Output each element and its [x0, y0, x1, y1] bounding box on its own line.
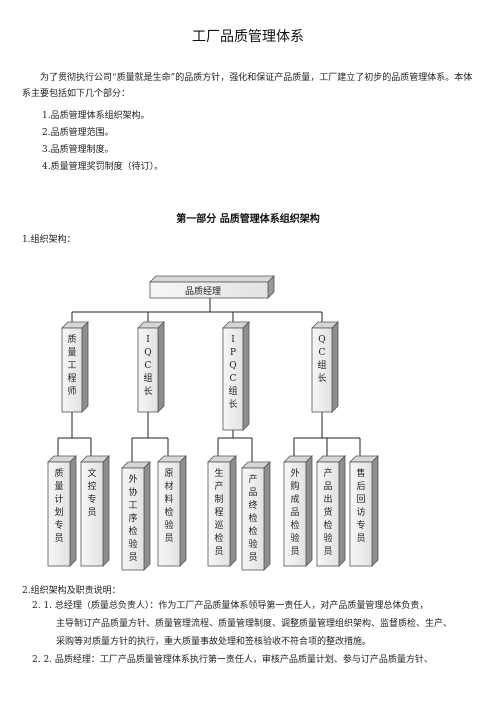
paragraph: 2. 2. 品质经理：工厂产品质量管理体系执行第一责任人，审核产品质量计划、参与… — [32, 655, 433, 665]
org-node-mid-label: 质量工程师 — [67, 333, 76, 397]
org-node-bottom-label: 外购成品检验员 — [290, 467, 299, 557]
org-node-bottom-label: 文控专员 — [87, 467, 96, 518]
org-node-bottom-label: 质量计划专员 — [54, 467, 63, 544]
org-node-bottom: 原材料检验员 — [157, 455, 187, 567]
toc-item: 3.品质管理制度。 — [42, 145, 114, 155]
org-node-bottom-label: 原材料检验员 — [164, 468, 173, 544]
org-node-bottom-label: 外协工序检验员 — [128, 473, 137, 563]
org-node-bottom-label: 售后回访专员 — [356, 467, 365, 544]
org-node-bottom: 生产制程巡检员 — [207, 455, 237, 567]
org-node-bottom: 质量计划专员 — [47, 455, 77, 567]
org-node-bottom: 文控专员 — [80, 455, 110, 567]
org-node-mid: 质量工程师 — [61, 321, 89, 413]
org-connectors — [57, 298, 361, 462]
part1-heading: 第一部分 品质管理体系组织架构 — [176, 214, 320, 225]
intro-paragraph: 为了贯彻执行公司“质量就是生命”的品质方针，强化和保证产品质量，工厂建立了初步的… — [22, 73, 473, 99]
toc-item: 4.质量管理奖罚制度（待订）。 — [42, 162, 164, 172]
org-node-bottom: 产品出货检验员 — [316, 455, 346, 567]
org-node-bottom: 外购成品检验员 — [283, 455, 313, 567]
section1-label: 1.组织架构： — [22, 235, 76, 245]
org-node-top: 品质经理 — [149, 275, 275, 299]
org-node-bottom-label: 生产制程巡检员 — [214, 467, 223, 557]
body-text: 2. 1. 总经理（质量总负责人）：作为工厂产品质量体系领导第一责任人，对产品质… — [22, 597, 474, 669]
org-top-label: 品质经理 — [185, 285, 221, 297]
org-node-bottom: 售后回访专员 — [349, 455, 379, 567]
paragraph: 2. 1. 总经理（质量总负责人）：作为工厂产品质量体系领导第一责任人，对产品质… — [32, 601, 429, 611]
paragraph: 采购等对质量方针的执行，重大质量事故处理和签核验收不符合项的整改措施。 — [56, 637, 372, 647]
toc-list: 1.品质管理体系组织架构。 2.品质管理范围。 3.品质管理制度。 4.质量管理… — [42, 108, 163, 176]
org-node-bottom-label: 产品终检检验员 — [248, 473, 257, 563]
toc-item: 2.品质管理范围。 — [42, 128, 114, 138]
paragraph: 主导制订产品质量方针、质量管理流程、质量管理制度、调整质量管理组织架构、监督质检… — [56, 619, 453, 629]
org-node-bottom-label: 产品出货检验员 — [323, 467, 332, 557]
page-title: 工厂品质管理体系 — [192, 29, 304, 45]
section2-label: 2.组织架构及职责说明： — [22, 586, 121, 596]
org-node-bottom: 产品终检检验员 — [241, 461, 271, 571]
org-node-bottom: 外协工序检验员 — [121, 461, 151, 571]
toc-item: 1.品质管理体系组织架构。 — [42, 111, 150, 121]
